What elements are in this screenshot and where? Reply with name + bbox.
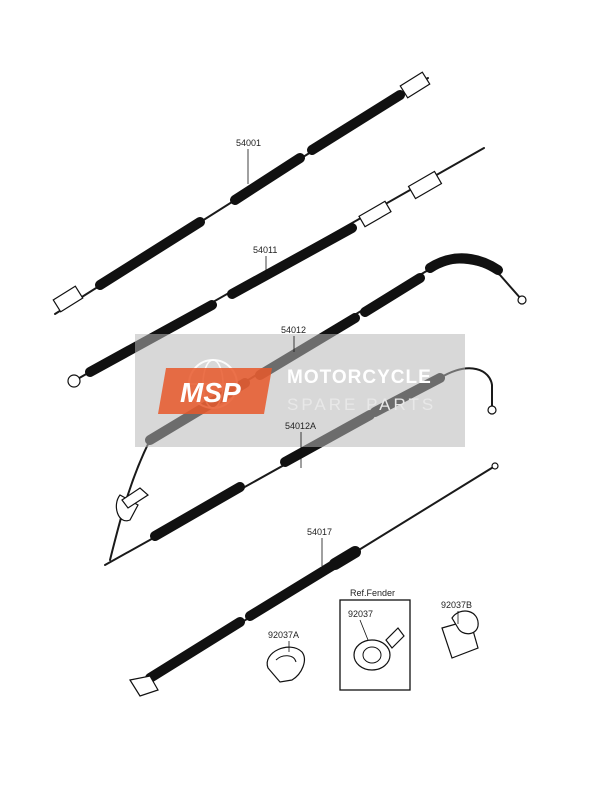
- label-ref-fender: Ref.Fender: [350, 588, 395, 598]
- label-54012A: 54012A: [285, 421, 316, 431]
- clamp-92037B: [441, 610, 479, 659]
- label-92037B: 92037B: [441, 600, 472, 610]
- label-54001: 54001: [236, 138, 261, 148]
- watermark-logo-badge: [158, 368, 272, 414]
- leader-lines: [247, 149, 459, 652]
- cable-54001: [52, 71, 431, 315]
- clamp-92037: [353, 627, 405, 671]
- cable-54017: [129, 462, 499, 697]
- label-54012: 54012: [281, 325, 306, 335]
- watermark-subtitle: SPARE PARTS: [287, 395, 436, 414]
- ref-fender-box: [339, 599, 411, 691]
- clamp-92037A: [266, 646, 305, 683]
- label-92037A: 92037A: [268, 630, 299, 640]
- watermark-logo-text: MSP: [180, 377, 241, 408]
- watermark: MSP MOTORCYCLE SPARE PARTS: [135, 334, 465, 447]
- watermark-title: MOTORCYCLE: [287, 367, 432, 388]
- label-92037: 92037: [348, 609, 373, 619]
- label-54017: 54017: [307, 527, 332, 537]
- label-54011: 54011: [253, 245, 277, 255]
